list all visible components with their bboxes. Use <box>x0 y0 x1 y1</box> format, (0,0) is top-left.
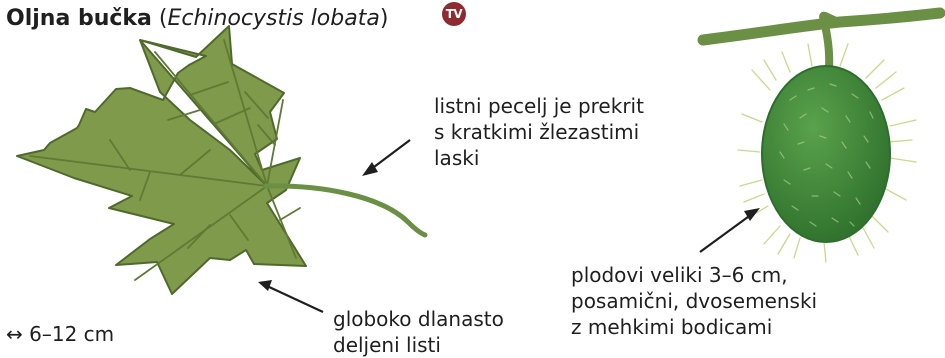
petiole-label-line: s kratkimi žlezastimi <box>434 119 644 145</box>
petiole-arrowhead <box>362 162 378 176</box>
fruit-label-line: posamični, dvosemenski <box>571 288 817 314</box>
page-title: Oljna bučka (Echinocystis lobata) <box>6 5 388 33</box>
petiole-label-line: laski <box>434 145 644 171</box>
title-close-paren: ) <box>380 6 389 31</box>
petiole-arrow <box>370 140 410 170</box>
leaf-size-label: ↔ 6–12 cm <box>6 321 114 347</box>
petiole-label: listni pecelj je prekrit s kratkimi žlez… <box>434 93 644 171</box>
fruit-label: plodovi veliki 3–6 cm, posamični, dvosem… <box>571 262 817 340</box>
tv-badge: TV <box>442 2 466 26</box>
leaf-petiole <box>266 186 425 235</box>
leaf-label-line: globoko dlanasto <box>333 306 504 332</box>
title-open-paren: ( <box>152 6 168 31</box>
fruit-label-line: plodovi veliki 3–6 cm, <box>571 262 817 288</box>
title-name: Oljna bučka <box>6 6 152 31</box>
title-latin-name: Echinocystis lobata <box>167 6 379 31</box>
leaf-illustration <box>17 26 306 294</box>
leaf-label-line: deljeni listi <box>333 332 504 358</box>
leaf-arrowhead <box>258 280 272 291</box>
petiole-label-line: listni pecelj je prekrit <box>434 93 644 119</box>
leaf-arrow <box>267 286 323 312</box>
fruit-label-line: z mehkimi bodicami <box>571 314 817 340</box>
leaf-label: globoko dlanasto deljeni listi <box>333 306 504 358</box>
fruit-arrow <box>700 214 752 252</box>
